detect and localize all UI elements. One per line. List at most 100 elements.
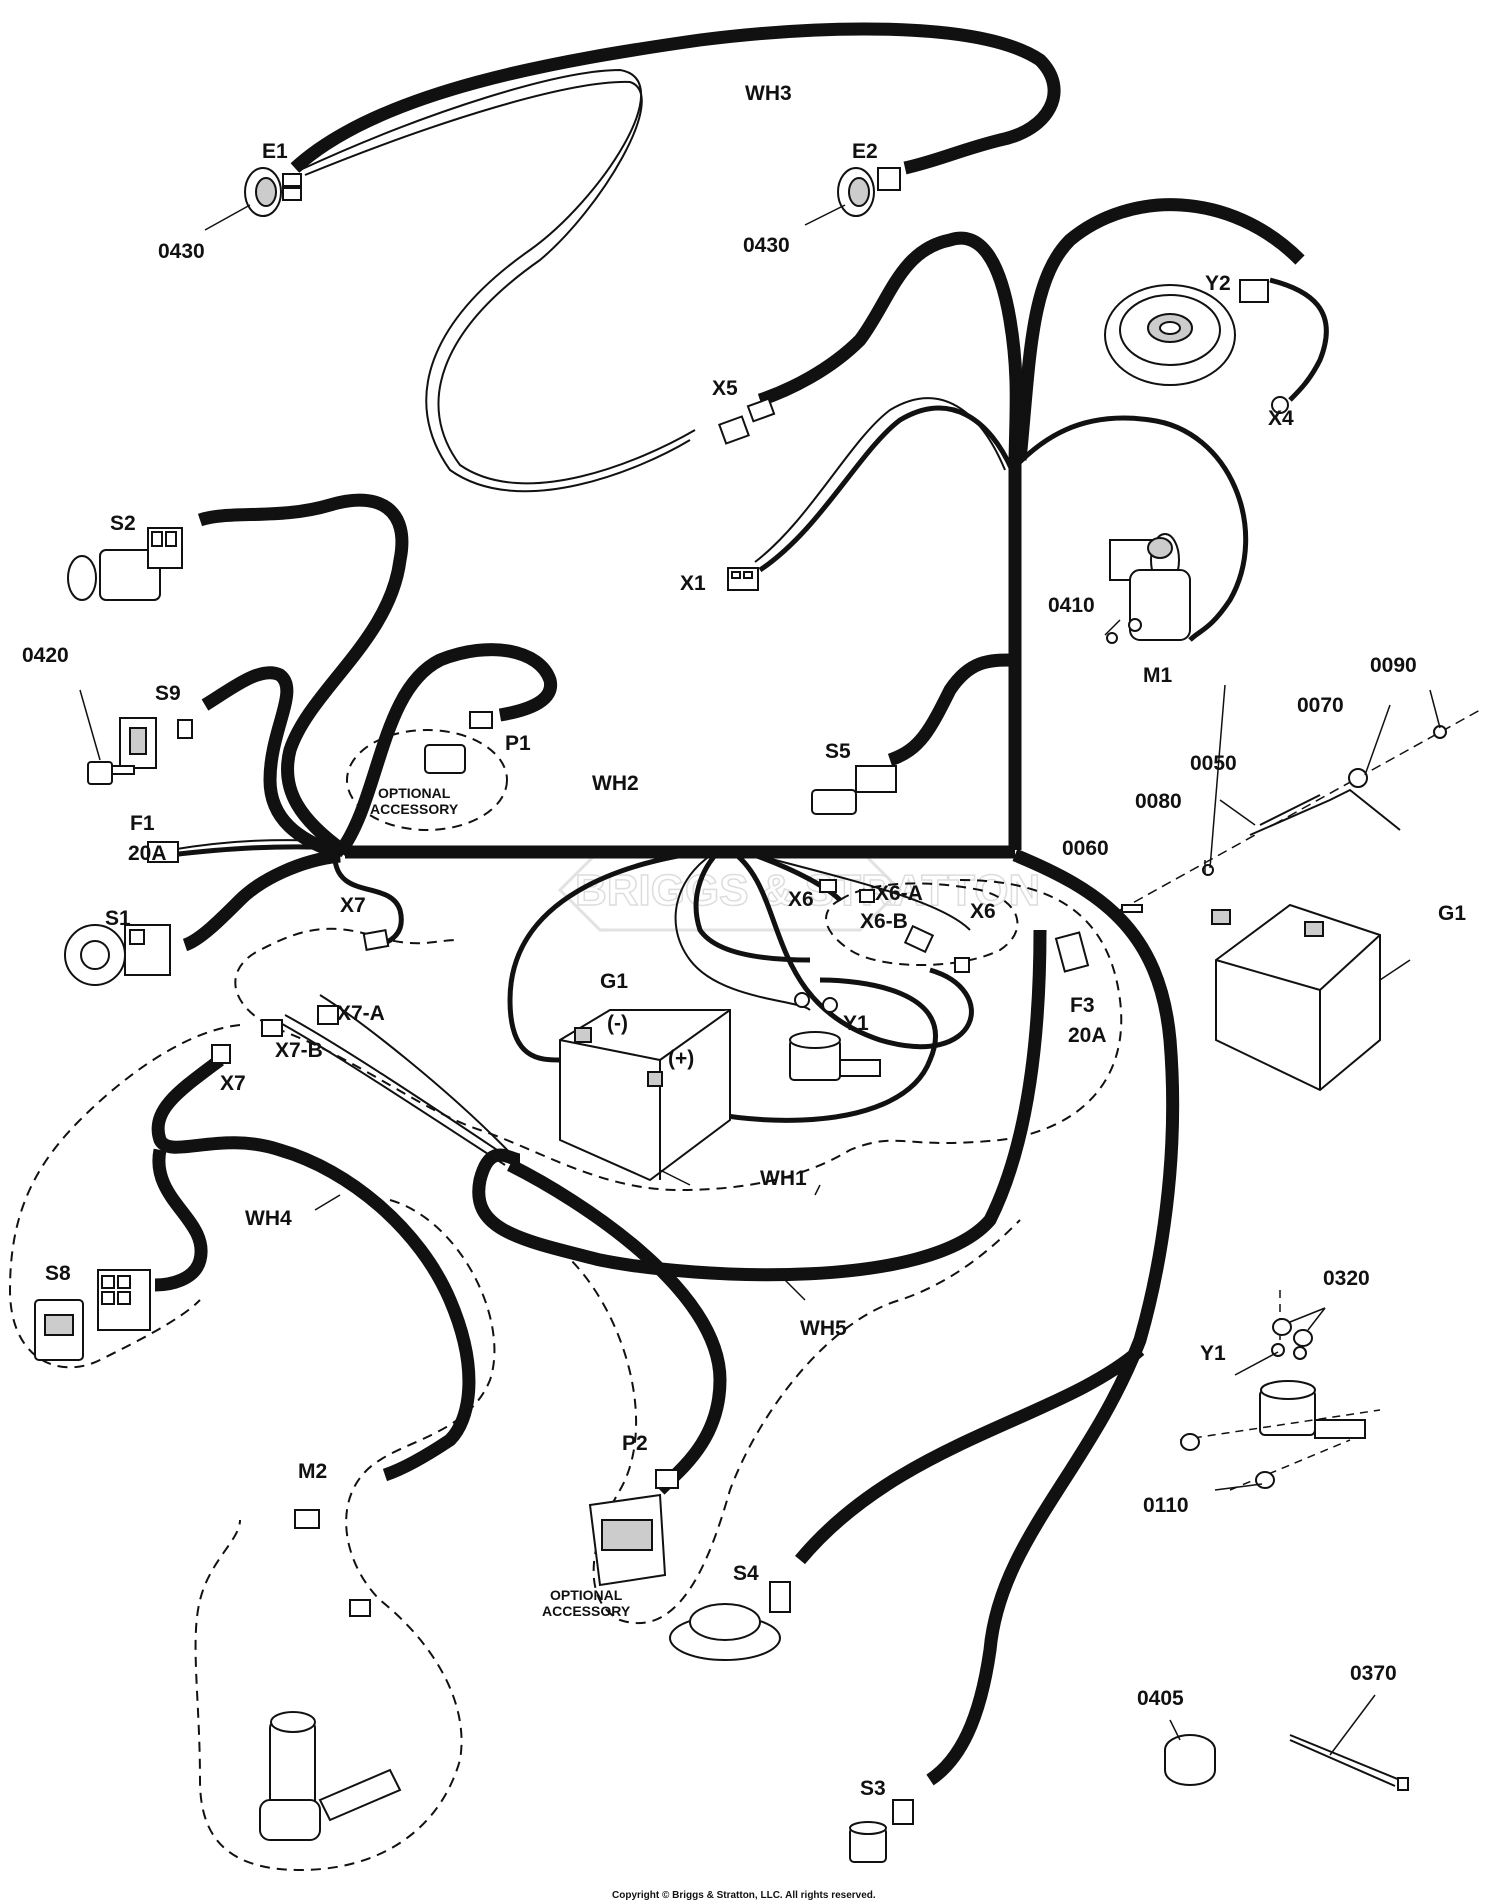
label-x7-left: X7 [220,1072,246,1095]
label-f3-amp: 20A [1068,1024,1107,1047]
battery-g1-center [559,1009,731,1182]
label-s5: S5 [825,740,851,763]
label-x5: X5 [712,377,738,400]
note-p1-line2: ACCESSORY [370,801,459,817]
label-x1: X1 [680,572,706,595]
label-g1-right: G1 [1438,902,1466,925]
fuse-f3 [1054,931,1090,973]
connector-x7-top [362,929,390,951]
label-s2: S2 [110,512,136,535]
label-wh5: WH5 [800,1317,847,1340]
dashed-optional-p1 [346,729,508,831]
switch-s9 [119,717,193,769]
grommet-0405 [1164,1734,1216,1786]
label-0430-left: 0430 [158,240,205,263]
connector-x7-a [317,1005,339,1025]
label-0410: 0410 [1048,594,1095,617]
label-m1: M1 [1143,664,1172,687]
label-wh4: WH4 [245,1207,292,1230]
note-p1-line1: OPTIONAL [378,785,451,801]
accessory-p2 [588,1469,679,1587]
label-y2: Y2 [1205,272,1231,295]
connector-x1 [727,567,759,591]
motor-m2 [259,1509,402,1841]
harness-wh3 [290,22,1061,493]
label-s4: S4 [733,1562,759,1585]
fuse-f1 [147,841,179,863]
label-s3: S3 [860,1777,886,1800]
label-0320: 0320 [1323,1267,1370,1290]
label-negative: (-) [607,1012,628,1035]
switch-s2 [67,527,183,601]
switch-s8 [34,1269,151,1361]
label-p1: P1 [505,732,531,755]
label-x7-a: X7-A [337,1002,385,1025]
solenoid-y1-center [789,992,881,1081]
harness-main-vertical [757,198,1305,850]
label-e2: E2 [852,140,878,163]
label-wh1: WH1 [760,1167,807,1190]
label-x6-a: X6-A [875,882,923,905]
label-x4: X4 [1268,407,1294,430]
callout-labels: WH3 E1 E2 0430 0430 Y2 X4 X5 X1 S2 0410 … [22,82,1466,1800]
harness-wh2 [182,493,1015,952]
connector-x6-top [819,879,875,903]
label-x6-b: X6-B [860,910,908,933]
pto-clutch-y2 [1104,279,1289,414]
label-0050: 0050 [1190,752,1237,775]
harness-wh5 [274,929,1047,1495]
connector-x5 [718,397,776,445]
dashed-x6-group [825,882,1019,966]
harness-f1-wires [169,839,346,858]
label-s8: S8 [45,1262,71,1285]
label-0430-right: 0430 [743,234,790,257]
label-s1: S1 [105,907,131,930]
label-x6-bottom: X6 [970,900,996,923]
solenoid-y1-right [1179,1290,1381,1491]
dashed-p2-group [559,1219,1021,1624]
label-f1: F1 [130,812,155,835]
screws-0110 [1180,1433,1275,1489]
harness-right-down [795,848,1180,1786]
switch-s4 [669,1581,791,1661]
switch-s5 [811,765,897,815]
label-0370: 0370 [1350,1662,1397,1685]
label-0070: 0070 [1297,694,1344,717]
label-0110: 0110 [1143,1494,1189,1517]
connector-x6-bottom [903,924,970,973]
label-0080: 0080 [1135,790,1182,813]
label-y1-center: Y1 [843,1012,869,1035]
label-positive: (+) [668,1047,694,1070]
label-g1-center: G1 [600,970,628,993]
note-p2-line1: OPTIONAL [550,1587,623,1603]
note-p2-line2: ACCESSORY [542,1603,631,1619]
nuts-0320 [1272,1318,1313,1347]
label-x7-b: X7-B [275,1039,323,1062]
headlight-e1 [244,167,302,217]
label-f3: F3 [1070,994,1095,1017]
label-f1-amp: 20A [128,842,167,865]
label-0420: 0420 [22,644,69,667]
battery-g1-right [1211,903,1381,1092]
watermark: BRIGGS & STRATTON [557,848,1041,932]
connector-x7-left [211,1044,231,1064]
headlight-e2 [837,167,901,217]
dashed-wh4-s8 [8,1024,241,1369]
label-m2: M2 [298,1460,327,1483]
label-x7-top: X7 [340,894,366,917]
battery-cables [507,277,1329,1123]
label-y1-right: Y1 [1200,1342,1226,1365]
label-s9: S9 [155,682,181,705]
label-x6-top: X6 [788,888,814,911]
optional-accessory-notes: OPTIONAL ACCESSORY OPTIONAL ACCESSORY [370,785,631,1619]
ignition-s1 [64,924,171,986]
dashed-wh1-group [234,879,1123,1192]
label-wh2: WH2 [592,772,639,795]
label-wh3: WH3 [745,82,792,105]
starter-motor-m1 [1106,533,1191,644]
label-p2: P2 [622,1432,648,1455]
harness-x7-wire [332,859,404,948]
label-0060: 0060 [1062,837,1109,860]
